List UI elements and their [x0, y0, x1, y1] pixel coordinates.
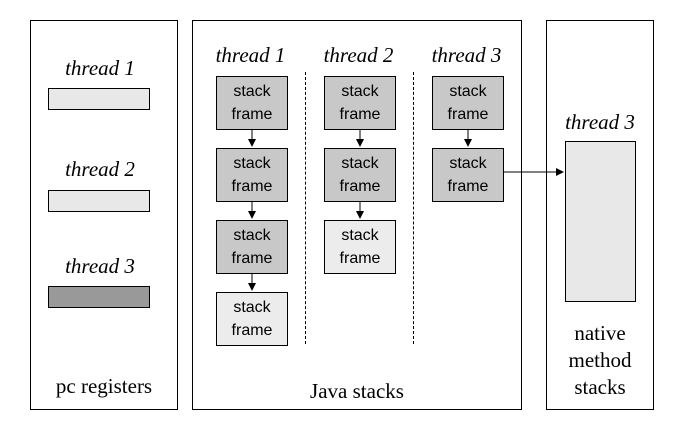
java-thread-3-label: thread 3	[431, 43, 502, 67]
native-thread-3-label: thread 3	[565, 110, 635, 134]
column-divider-1	[305, 72, 306, 344]
pc-register-thread-1	[48, 88, 150, 110]
pc-register-thread-2	[48, 190, 150, 212]
java-thread-2-label: thread 2	[323, 43, 394, 67]
java-stacks-title: Java stacks	[310, 379, 404, 403]
pc-thread-2-label: thread 2	[65, 157, 135, 181]
native-method-stacks-title: native method stacks	[568, 321, 632, 399]
pc-register-thread-3	[48, 286, 150, 308]
column-divider-2	[413, 72, 414, 344]
native-stack-thread-3	[565, 141, 636, 302]
java-thread-1-label: thread 1	[215, 43, 286, 67]
pc-thread-1-label: thread 1	[65, 56, 135, 80]
pc-registers-title: pc registers	[55, 374, 153, 398]
pc-thread-3-label: thread 3	[65, 254, 135, 278]
pc-registers-panel	[30, 20, 178, 410]
